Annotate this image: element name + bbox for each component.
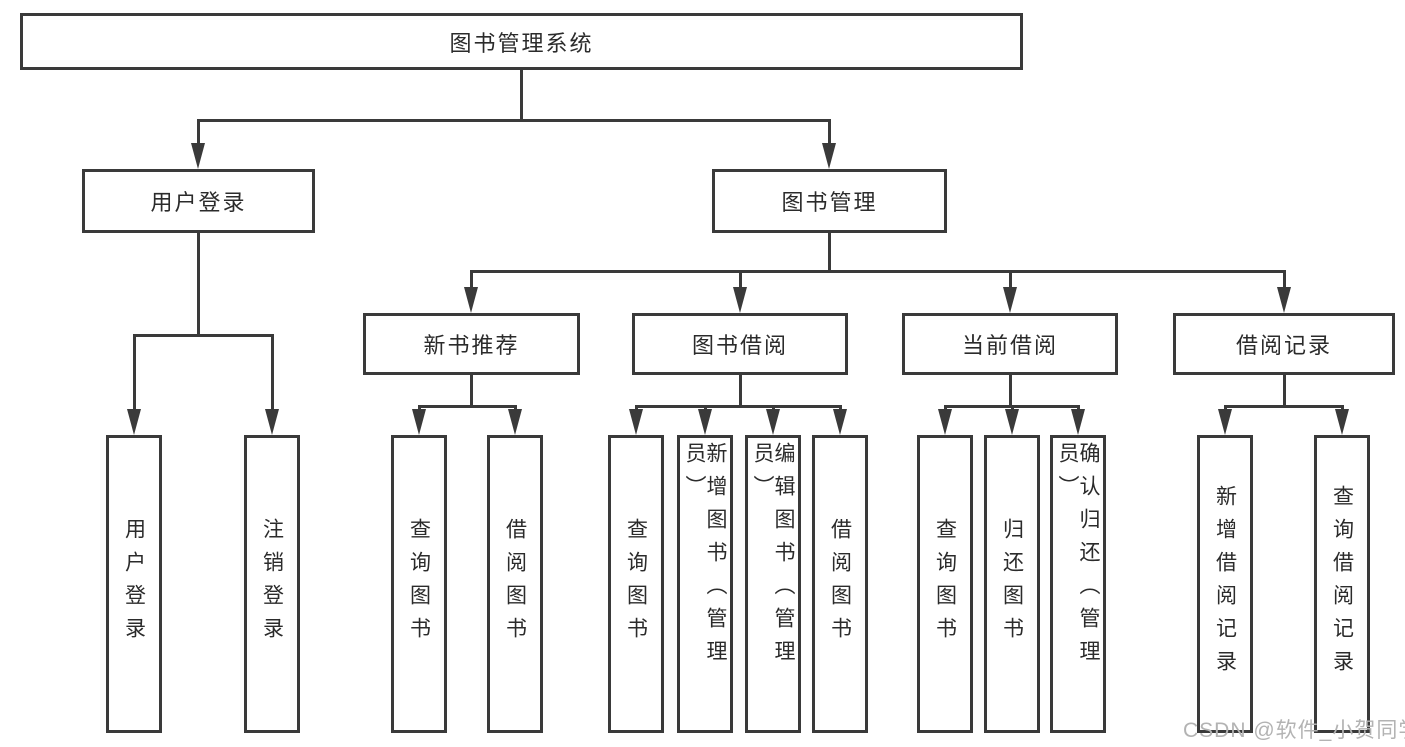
connector-arrow bbox=[1003, 287, 1017, 313]
connector-line bbox=[771, 406, 775, 411]
connector-arrow bbox=[508, 409, 522, 435]
connector-line bbox=[1010, 406, 1014, 411]
connector-line bbox=[1340, 406, 1344, 411]
connector-line bbox=[132, 333, 274, 337]
watermark: CSDN @软件_小贺同学 bbox=[1183, 719, 1405, 742]
leaf-cb-query-book: 查询图书 bbox=[917, 435, 973, 733]
node-user-login: 用户登录 bbox=[82, 169, 315, 233]
connector-line bbox=[270, 335, 274, 411]
connector-line bbox=[943, 406, 947, 411]
connector-arrow bbox=[1071, 409, 1085, 435]
connector-line bbox=[703, 406, 707, 411]
connector-line bbox=[196, 118, 831, 122]
node-book-management: 图书管理 bbox=[712, 169, 947, 233]
connector-line bbox=[827, 233, 831, 273]
connector-line bbox=[417, 404, 517, 408]
connector-arrow bbox=[464, 287, 478, 313]
leaf-br-add-record: 新增借阅记录 bbox=[1197, 435, 1253, 733]
connector-line bbox=[469, 375, 473, 408]
node-current-borrowing: 当前借阅 bbox=[902, 313, 1118, 375]
connector-line bbox=[196, 233, 200, 337]
leaf-bb-add-book-admin: 新增图书（管理员） bbox=[677, 435, 733, 733]
connector-arrow bbox=[733, 287, 747, 313]
connector-arrow bbox=[766, 409, 780, 435]
connector-line bbox=[1008, 271, 1012, 289]
leaf-cb-confirm-return-admin: 确认归还（管理员） bbox=[1050, 435, 1106, 733]
connector-line bbox=[634, 406, 638, 411]
connector-line bbox=[1223, 404, 1344, 408]
connector-arrow bbox=[833, 409, 847, 435]
connector-arrow bbox=[698, 409, 712, 435]
connector-line bbox=[1282, 271, 1286, 289]
connector-line bbox=[1223, 406, 1227, 411]
connector-line bbox=[469, 271, 473, 289]
connector-arrow bbox=[822, 143, 836, 169]
connector-line bbox=[513, 406, 517, 411]
connector-line bbox=[417, 406, 421, 411]
connector-line bbox=[196, 120, 200, 145]
connector-line bbox=[827, 120, 831, 145]
connector-arrow bbox=[127, 409, 141, 435]
connector-line bbox=[469, 269, 1286, 273]
connector-line bbox=[838, 406, 842, 411]
connector-arrow bbox=[1005, 409, 1019, 435]
connector-line bbox=[1282, 375, 1286, 408]
connector-arrow bbox=[938, 409, 952, 435]
leaf-nbr-query-book: 查询图书 bbox=[391, 435, 447, 733]
connector-line bbox=[634, 404, 842, 408]
node-library-system: 图书管理系统 bbox=[20, 13, 1023, 70]
connector-line bbox=[1076, 406, 1080, 411]
connector-arrow bbox=[412, 409, 426, 435]
leaf-cb-return-book: 归还图书 bbox=[984, 435, 1040, 733]
connector-arrow bbox=[1335, 409, 1349, 435]
connector-line bbox=[738, 271, 742, 289]
leaf-bb-borrow-book: 借阅图书 bbox=[812, 435, 868, 733]
connector-line bbox=[132, 335, 136, 411]
leaf-logout: 注销登录 bbox=[244, 435, 300, 733]
leaf-bb-query-book: 查询图书 bbox=[608, 435, 664, 733]
connector-arrow bbox=[265, 409, 279, 435]
leaf-bb-edit-book-admin: 编辑图书（管理员） bbox=[745, 435, 801, 733]
connector-line bbox=[738, 375, 742, 408]
node-new-book-recommend: 新书推荐 bbox=[363, 313, 580, 375]
connector-arrow bbox=[1277, 287, 1291, 313]
node-borrowing-records: 借阅记录 bbox=[1173, 313, 1395, 375]
connector-arrow bbox=[1218, 409, 1232, 435]
leaf-user-login: 用户登录 bbox=[106, 435, 162, 733]
node-book-borrowing: 图书借阅 bbox=[632, 313, 848, 375]
leaf-br-query-record: 查询借阅记录 bbox=[1314, 435, 1370, 733]
connector-line bbox=[1008, 375, 1012, 408]
leaf-nbr-borrow-book: 借阅图书 bbox=[487, 435, 543, 733]
connector-arrow bbox=[629, 409, 643, 435]
connector-line bbox=[519, 70, 523, 122]
connector-arrow bbox=[191, 143, 205, 169]
